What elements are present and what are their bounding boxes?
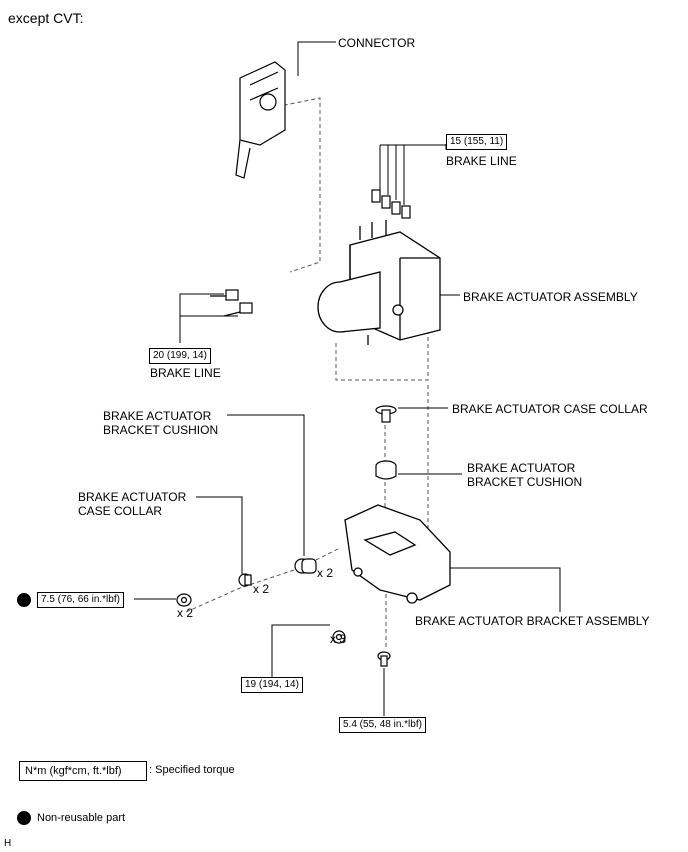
- label-bracket-assembly: BRAKE ACTUATOR BRACKET ASSEMBLY: [415, 614, 650, 628]
- page-title: except CVT:: [8, 10, 84, 26]
- label-case-collar-left-line1: BRAKE ACTUATOR: [78, 490, 187, 504]
- torque-bolt-bottom: 5.4 (55, 48 in.*lbf): [339, 717, 426, 733]
- bottom-bolt-part: [377, 651, 391, 667]
- qty-nut-bottom: x 3: [330, 632, 347, 646]
- qty-nut-left: x 2: [177, 606, 194, 620]
- footer-code: H: [4, 838, 12, 849]
- bracket-cushion-right-part: [375, 460, 397, 480]
- qty-collar-left: x 2: [253, 582, 270, 596]
- case-collar-left-part: [238, 573, 252, 587]
- label-case-collar-right: BRAKE ACTUATOR CASE COLLAR: [452, 402, 648, 416]
- brake-line-top-part: [371, 189, 411, 219]
- torque-nut-bottom: 19 (194, 14): [241, 677, 303, 693]
- legend-torque-box: N*m (kgf*cm, ft.*lbf): [19, 761, 147, 781]
- brake-line-left-part: [210, 289, 253, 317]
- torque-brake-line-top: 15 (155, 11): [446, 134, 508, 150]
- label-connector: CONNECTOR: [338, 36, 416, 50]
- label-brake-line-left: BRAKE LINE: [150, 366, 221, 380]
- nonreusable-legend-icon: [17, 811, 31, 825]
- case-collar-right-part: [375, 405, 397, 423]
- bottom-nut-part: [332, 630, 346, 644]
- label-brake-line-top: BRAKE LINE: [446, 154, 517, 168]
- connector-part: [235, 61, 286, 179]
- legend-nonreusable-label: Non-reusable part: [37, 812, 126, 824]
- actuator-assembly-part: [317, 220, 441, 345]
- torque-nut-left: 7.5 (76, 66 in.*lbf): [37, 592, 124, 608]
- label-bracket-cushion-right-line1: BRAKE ACTUATOR: [467, 461, 576, 475]
- nonreusable-marker-nut: [17, 593, 31, 607]
- bracket-cushion-left-part: [294, 558, 317, 574]
- label-bracket-cushion-left-line2: BRACKET CUSHION: [103, 423, 219, 437]
- torque-brake-line-left: 20 (199, 14): [149, 348, 211, 364]
- label-bracket-cushion-right-line2: BRACKET CUSHION: [467, 475, 583, 489]
- label-bracket-cushion-left-line1: BRAKE ACTUATOR: [103, 409, 212, 423]
- qty-cushion-left: x 2: [317, 566, 334, 580]
- legend-torque-desc: : Specified torque: [149, 764, 235, 776]
- left-nut-part: [176, 593, 192, 607]
- label-case-collar-left-line2: CASE COLLAR: [78, 504, 163, 518]
- bracket-assembly-part: [344, 504, 451, 604]
- label-actuator-assembly: BRAKE ACTUATOR ASSEMBLY: [463, 290, 638, 304]
